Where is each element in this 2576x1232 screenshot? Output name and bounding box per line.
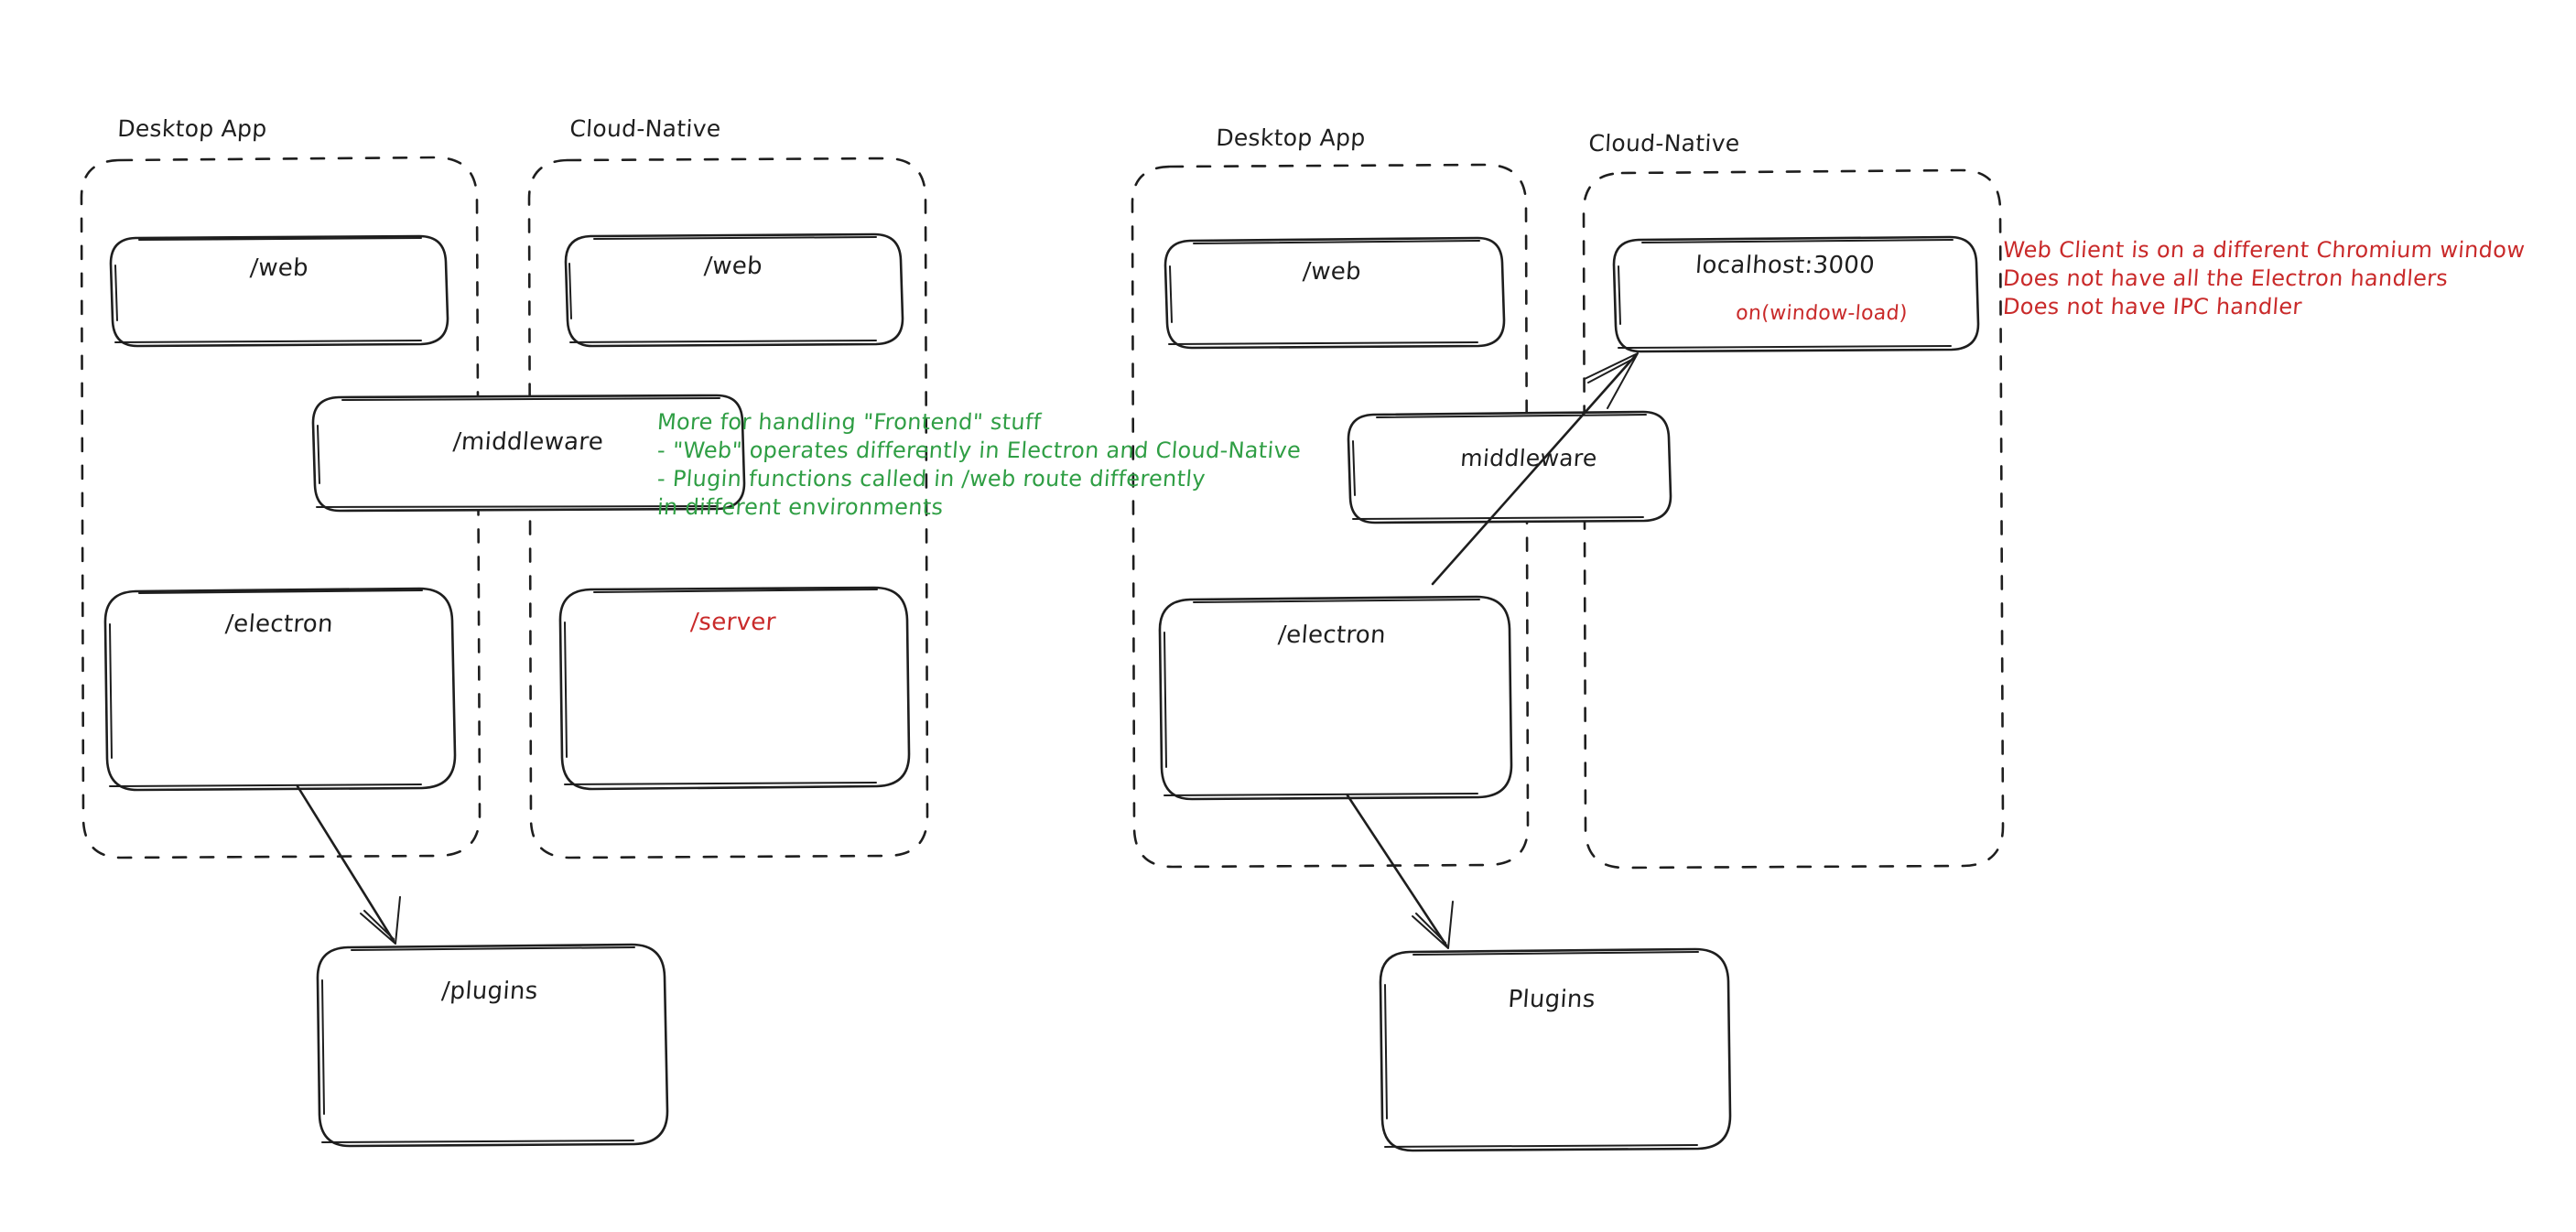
right-electron-box bbox=[1158, 595, 1513, 801]
right-localhost-box bbox=[1612, 235, 1980, 353]
left-plugins-box bbox=[316, 943, 669, 1148]
green-note-line-4: in different environments bbox=[656, 494, 945, 520]
right-desktop-web-label: /web bbox=[1302, 258, 1362, 286]
right-localhost-label: localhost:3000 bbox=[1694, 252, 1876, 279]
green-annotation-note: More for handling "Frontend" stuff - "We… bbox=[656, 408, 1303, 522]
left-desktop-web-label: /web bbox=[249, 254, 309, 282]
left-cloud-web-box bbox=[564, 232, 904, 348]
right-electron-label: /electron bbox=[1277, 621, 1387, 649]
arrow-right-electron-to-localhost bbox=[1431, 352, 1639, 586]
left-electron-label: /electron bbox=[224, 611, 334, 638]
left-middleware-box bbox=[311, 394, 746, 513]
left-server-box bbox=[558, 586, 911, 791]
red-note-line-1: Web Client is on a different Chromium wi… bbox=[2002, 237, 2527, 263]
red-note-line-3: Does not have IPC handler bbox=[2002, 294, 2303, 319]
arrow-right-electron-to-plugins bbox=[1346, 794, 1454, 949]
green-note-line-2: - "Web" operates differently in Electron… bbox=[656, 438, 1303, 463]
right-desktop-web-box bbox=[1164, 236, 1506, 350]
right-plugins-box bbox=[1379, 947, 1732, 1152]
green-note-line-3: - Plugin functions called in /web route … bbox=[656, 466, 1207, 492]
left-server-label: /server bbox=[689, 609, 777, 636]
right-group-cloud-native bbox=[1582, 168, 2005, 870]
right-group-label-desktop-app: Desktop App bbox=[1215, 124, 1367, 151]
left-electron-box bbox=[103, 587, 457, 792]
left-desktop-web-box bbox=[109, 234, 449, 348]
left-cloud-web-label: /web bbox=[703, 253, 763, 280]
right-localhost-sublabel: on(window-load) bbox=[1735, 302, 1909, 325]
right-group-desktop-app bbox=[1131, 163, 1530, 869]
left-plugins-label: /plugins bbox=[440, 978, 539, 1005]
right-group-label-cloud-native: Cloud-Native bbox=[1587, 130, 1741, 157]
left-group-label-cloud-native: Cloud-Native bbox=[568, 115, 722, 142]
red-note-line-2: Does not have all the Electron handlers bbox=[2002, 265, 2450, 291]
left-group-label-desktop-app: Desktop App bbox=[116, 115, 268, 142]
left-middleware-label: /middleware bbox=[451, 428, 605, 456]
left-group-cloud-native bbox=[527, 157, 929, 859]
left-group-desktop-app bbox=[80, 156, 482, 859]
right-middleware-label: middleware bbox=[1459, 445, 1598, 471]
red-annotation-note: Web Client is on a different Chromium wi… bbox=[2002, 236, 2527, 321]
right-plugins-label: Plugins bbox=[1507, 986, 1596, 1013]
green-note-line-1: More for handling "Frontend" stuff bbox=[656, 409, 1043, 435]
arrow-left-electron-to-plugins bbox=[296, 784, 401, 945]
right-middleware-box bbox=[1347, 410, 1672, 524]
